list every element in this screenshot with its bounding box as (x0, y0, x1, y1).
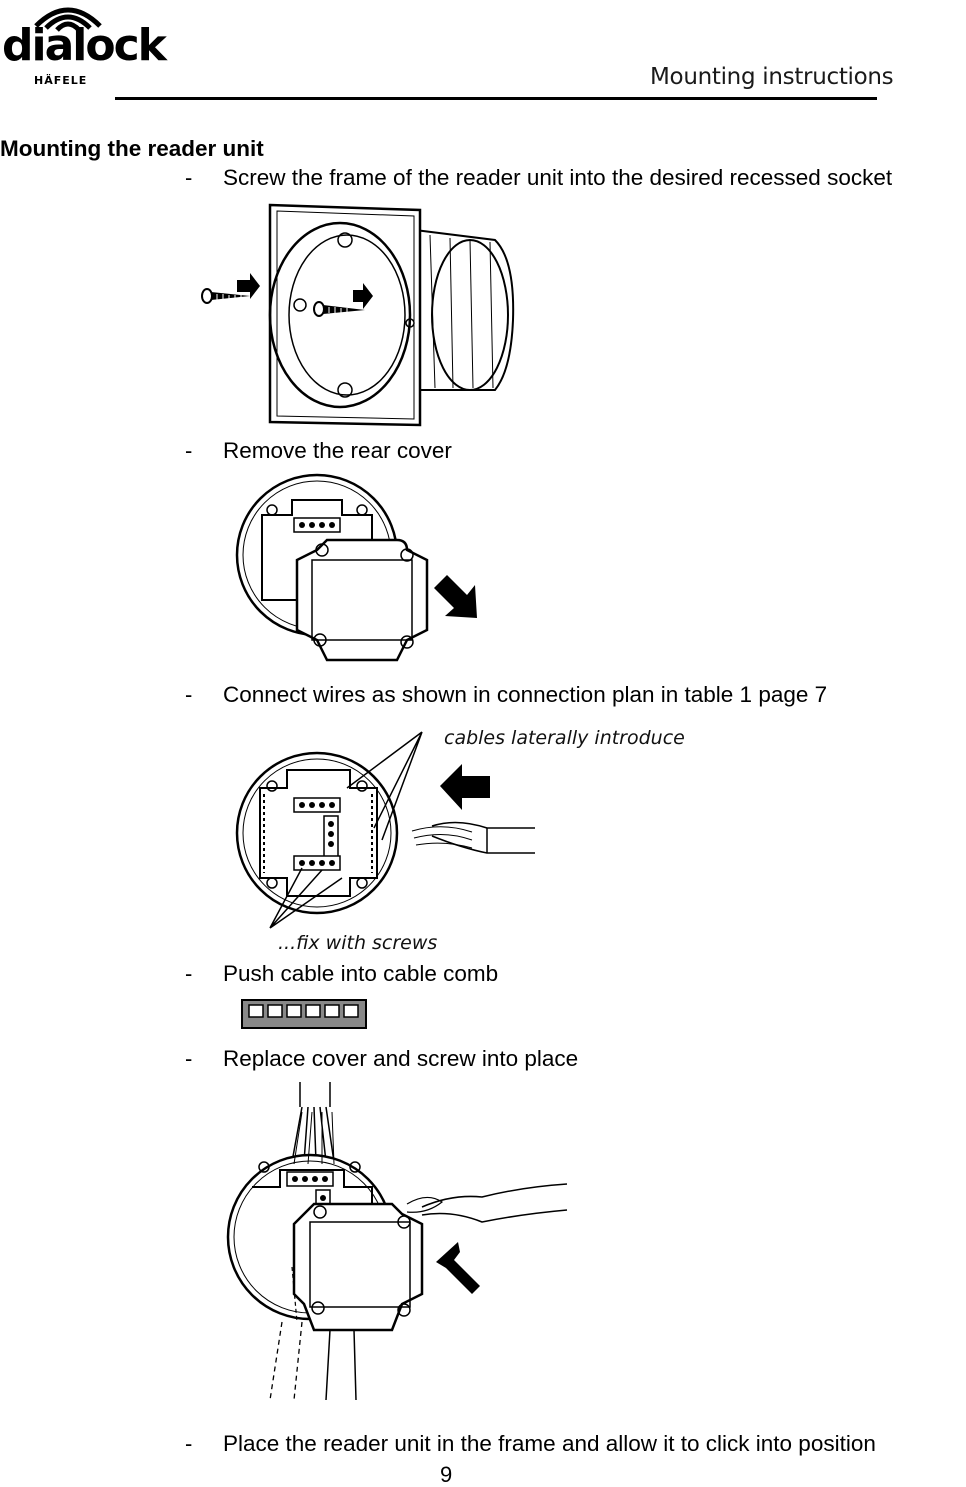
step-2-dash: - (185, 438, 193, 463)
header: dialock HÄFELE Mounting instructions (0, 0, 966, 105)
step-4-text: Push cable into cable comb (223, 961, 499, 986)
step-2-text: Remove the rear cover (223, 438, 452, 463)
section-heading: Mounting the reader unit (0, 136, 264, 161)
wiring-illustration (235, 731, 535, 929)
header-title: Mounting instructions (650, 64, 894, 90)
step-6-dash: - (185, 1431, 193, 1456)
step-5-text: Replace cover and screw into place (223, 1046, 579, 1071)
step-6-text: Place the reader unit in the frame and a… (223, 1431, 876, 1456)
frame-socket-illustration (201, 203, 515, 427)
step-3-dash: - (185, 682, 193, 707)
rear-cover-removal-illustration (235, 473, 477, 662)
step-1-dash: - (185, 165, 193, 190)
signal-waves-icon (34, 7, 102, 32)
wiring-caption-bottom: ...fix with screws (278, 932, 438, 954)
wiring-caption-top: cables laterally introduce (444, 727, 685, 749)
logo-wordmark: dialock (2, 20, 167, 71)
step-1-text: Screw the frame of the reader unit into … (223, 165, 893, 190)
logo-subtext: HÄFELE (34, 74, 88, 87)
header-divider (115, 97, 877, 100)
step-3-text: Connect wires as shown in connection pla… (223, 682, 828, 707)
page-number: 9 (440, 1462, 453, 1487)
step-5-dash: - (185, 1046, 193, 1071)
step-4-dash: - (185, 961, 193, 986)
cable-comb-illustration (241, 999, 367, 1029)
replace-cover-illustration (226, 1082, 568, 1401)
